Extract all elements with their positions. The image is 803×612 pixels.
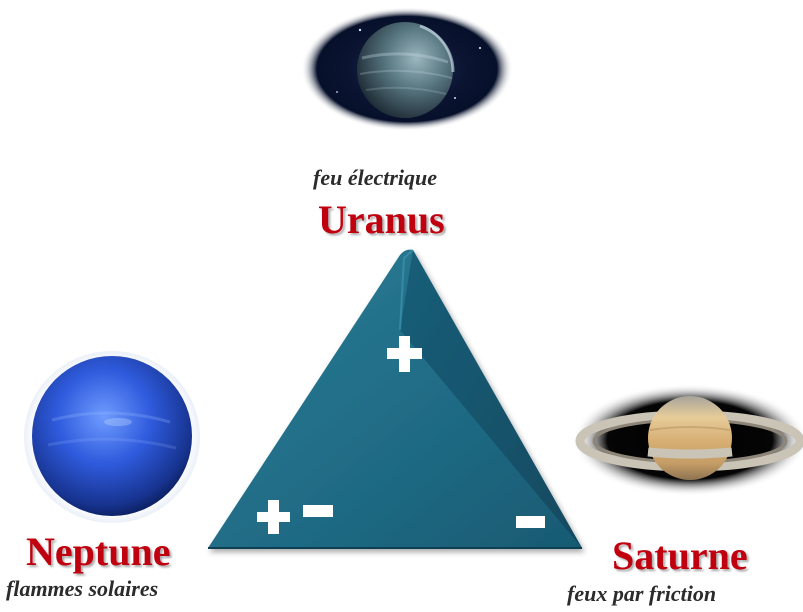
neptune-subtitle: flammes solaires bbox=[6, 576, 159, 601]
saturn-sign bbox=[516, 516, 545, 528]
uranus-planet-icon bbox=[301, 7, 513, 131]
saturn-subtitle: feux par friction bbox=[567, 581, 717, 606]
saturn-planet-icon bbox=[572, 384, 803, 496]
uranus-sign bbox=[387, 336, 422, 372]
neptune-title: Neptune bbox=[26, 529, 171, 574]
triangle-diagram bbox=[208, 249, 582, 549]
neptune-planet-icon bbox=[24, 351, 200, 523]
neptune-sign bbox=[257, 500, 333, 534]
uranus-subtitle: feu électrique bbox=[313, 165, 438, 190]
saturn-title: Saturne bbox=[612, 533, 748, 578]
uranus-title: Uranus bbox=[318, 197, 445, 242]
